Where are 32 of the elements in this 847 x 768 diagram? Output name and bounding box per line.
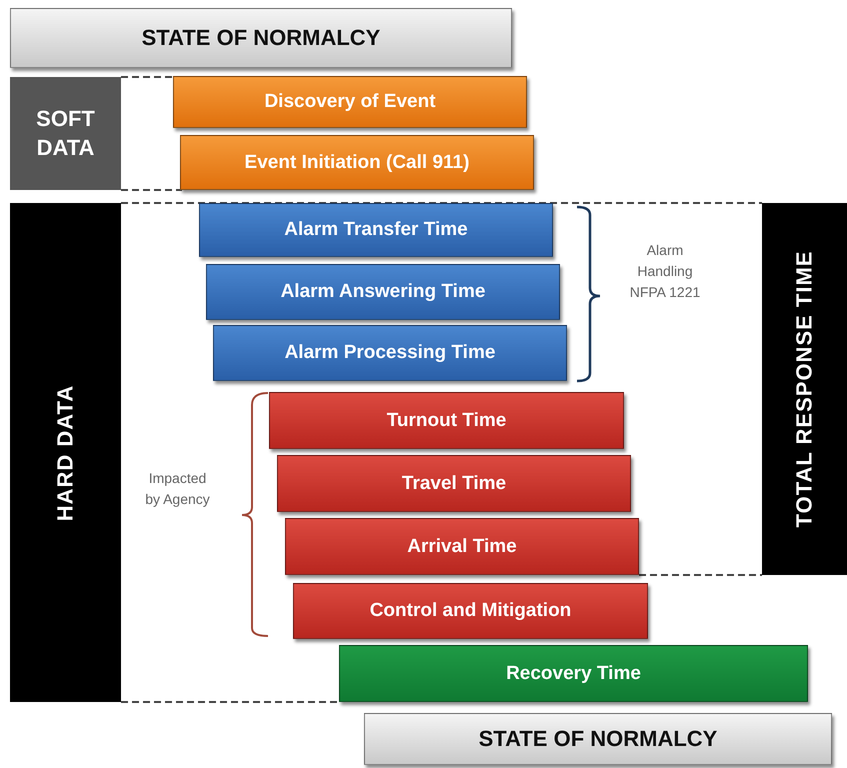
process-bar [293,583,648,639]
process-bar [269,392,624,449]
process-bar [180,135,534,190]
category-band [10,77,121,190]
box-label: Alarm Answering Time [280,281,486,303]
state-box [364,713,832,765]
box-label: HARD DATA [52,384,78,521]
process-bar [213,325,567,381]
box-label: Event Initiation (Call 911) [244,152,470,174]
process-bar [199,203,553,257]
box-label: STATE OF NORMALCY [478,726,718,752]
bracket-note: Alarm Handling NFPA 1221 [628,241,702,302]
box-label: Control and Mitigation [370,600,572,622]
category-band [762,203,847,575]
process-bar [339,645,808,702]
box-label: Alarm Transfer Time [284,219,468,241]
box-label: Travel Time [402,472,506,494]
state-box [10,8,512,68]
box-label: Recovery Time [506,662,641,684]
box-label: Alarm Processing Time [284,342,496,364]
box-label: SOFT DATA [35,104,96,162]
process-bar [206,264,560,320]
box-label: Turnout Time [386,410,506,432]
box-label: Discovery of Event [264,91,436,113]
box-label: TOTAL RESPONSE TIME [792,250,818,528]
bracket-note: Impacted by Agency [144,469,211,509]
box-label: STATE OF NORMALCY [142,25,380,51]
category-band [10,203,121,702]
box-label: Arrival Time [407,536,517,558]
process-bar [173,76,527,128]
process-bar [277,455,631,512]
process-bar [285,518,639,575]
